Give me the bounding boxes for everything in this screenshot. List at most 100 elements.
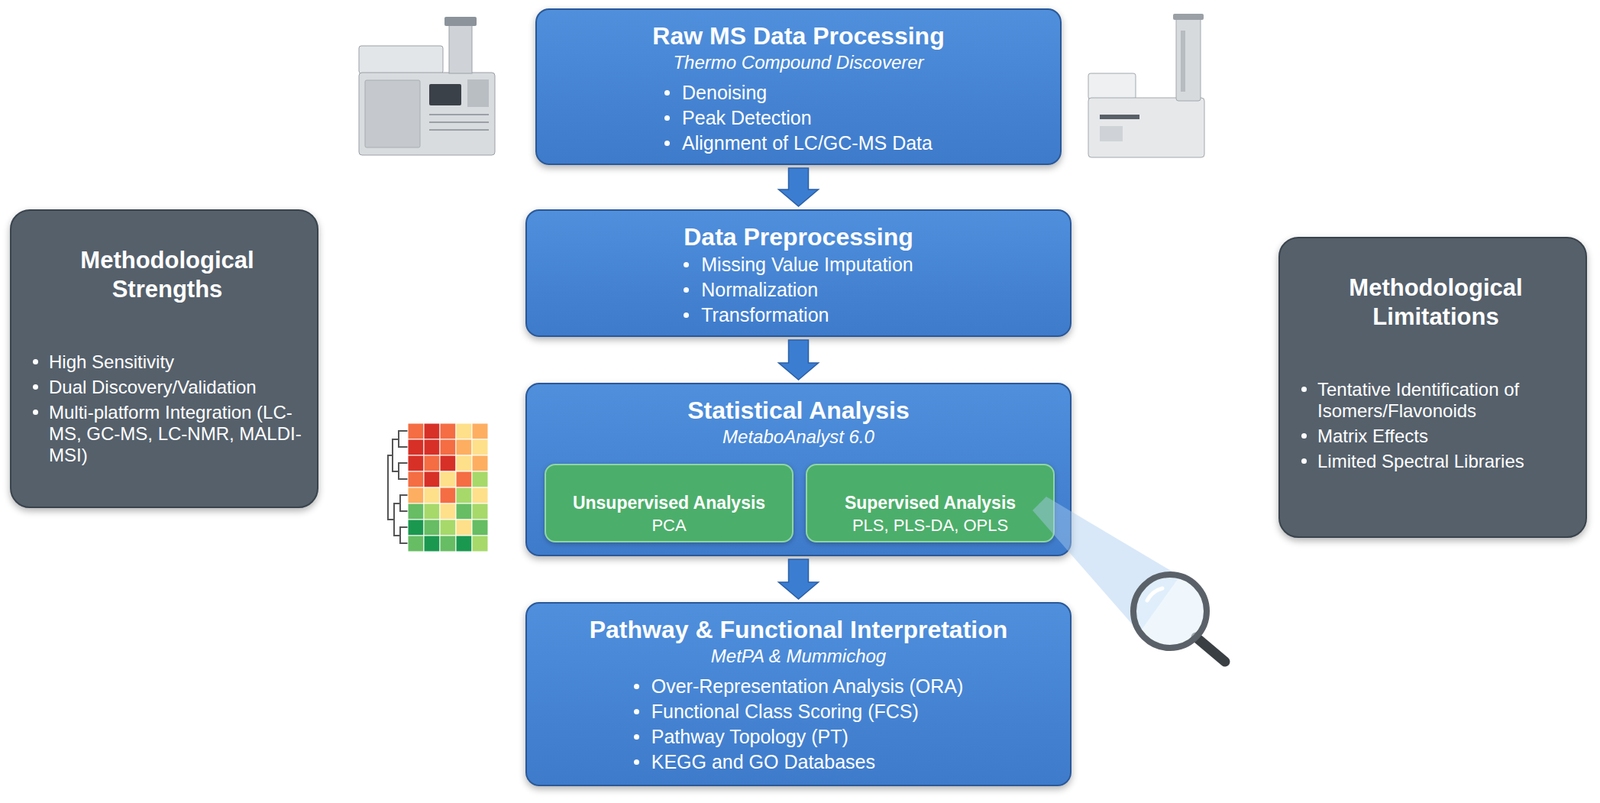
decor-shape-part	[439, 519, 456, 536]
box-content: Methodological LimitationsTentative Iden…	[1280, 238, 1586, 472]
decor-shape-part	[407, 487, 424, 504]
tool-subtitle: Thermo Compound Discoverer	[536, 51, 1061, 75]
bullet-item: Normalization	[701, 277, 818, 303]
method-heading: Unsupervised Analysis	[546, 491, 792, 514]
flow-arrow	[778, 168, 819, 207]
method-list: PLS, PLS-DA, OPLS	[807, 513, 1054, 537]
gc-ms-instrument	[358, 16, 495, 156]
bullet-row: High Sensitivity	[32, 351, 302, 373]
lc-ms-instrument	[1088, 13, 1205, 158]
decor-shape-part	[400, 526, 408, 544]
bullet-row: Limited Spectral Libraries	[1301, 450, 1571, 472]
lc-ms-instrument-part	[1099, 126, 1123, 142]
gc-ms-instrument-part	[358, 72, 495, 156]
bullet-list: Tentative Identification of Isomers/Flav…	[1301, 378, 1571, 472]
method-list: PCA	[546, 513, 792, 537]
bullet-row: Normalization	[683, 277, 913, 303]
lc-ms-instrument-part	[1088, 73, 1136, 100]
decor-shape-part	[439, 423, 456, 440]
bullet-item: Multi-platform Integration (LC-MS, GC-MS…	[48, 401, 302, 466]
bullet-dot	[664, 115, 670, 121]
bullet-row: Denoising	[664, 80, 933, 106]
decor-shape-part	[455, 439, 472, 456]
decor-shape-part	[455, 519, 472, 536]
magnifier-icon-part	[1032, 496, 1180, 633]
process-box: Pathway & Functional InterpretationMetPA…	[525, 601, 1072, 786]
gc-ms-instrument-part	[444, 16, 477, 26]
bullet-dot	[683, 261, 689, 268]
method-box: Supervised AnalysisPLS, PLS-DA, OPLS	[805, 463, 1055, 543]
bullet-row: Tentative Identification of Isomers/Flav…	[1301, 378, 1571, 422]
gc-ms-instrument-part	[429, 129, 489, 131]
lc-ms-instrument-part	[1180, 30, 1186, 92]
bullet-list: High SensitivityDual Discovery/Validatio…	[32, 351, 302, 466]
bullet-dot	[683, 287, 689, 293]
decor-shape-part	[423, 535, 440, 552]
decor-shape-part	[423, 423, 440, 440]
bullet-row: Over-Representation Analysis (ORA)	[633, 673, 964, 699]
bullet-dot	[683, 312, 689, 318]
gc-ms-instrument-part	[365, 80, 421, 148]
decor-shape-part	[407, 535, 424, 552]
bullet-item: Transformation	[701, 302, 829, 328]
gc-ms-instrument-part	[467, 79, 489, 107]
bullet-row: Peak Detection	[664, 105, 933, 131]
method-heading: Supervised Analysis	[807, 491, 1054, 514]
method-box: Unsupervised AnalysisPCA	[544, 463, 794, 543]
bullet-dot	[32, 358, 39, 365]
decor-shape-part	[471, 487, 489, 504]
magnifier-icon-part	[1133, 574, 1207, 648]
bullet-list: Missing Value ImputationNormalizationTra…	[683, 252, 913, 328]
decor-shape-part	[439, 487, 456, 504]
magnifier-icon-part	[1147, 588, 1163, 601]
decor-shape-part	[439, 535, 456, 552]
bullet-dot	[32, 384, 39, 390]
bullet-row: Transformation	[683, 302, 913, 328]
box-content: Unsupervised AnalysisPCA	[546, 465, 792, 552]
tool-subtitle: MetPA & Mummichog	[526, 644, 1070, 668]
decor-shape-part	[471, 503, 489, 520]
box-content: Raw MS Data ProcessingThermo Compound Di…	[536, 9, 1061, 156]
decor-shape-part	[398, 430, 408, 447]
decor-shape-part	[398, 462, 408, 479]
bullet-item: Alignment of LC/GC-MS Data	[682, 130, 933, 156]
process-box: Statistical AnalysisMetaboAnalyst 6.0Uns…	[525, 382, 1072, 556]
box-title: Data Preprocessing	[526, 221, 1070, 253]
lc-ms-instrument-part	[1173, 13, 1204, 20]
box-title: Pathway & Functional Interpretation	[526, 614, 1070, 645]
decor-shape-part	[455, 503, 472, 520]
bullet-row: Missing Value Imputation	[683, 252, 913, 278]
flow-arrow	[778, 559, 819, 599]
decor-shape-part	[407, 423, 424, 440]
decor-shape-part	[423, 439, 440, 456]
decor-shape-part	[423, 487, 440, 504]
decor-shape-part	[471, 535, 489, 552]
gc-ms-instrument-part	[429, 121, 489, 123]
bullet-dot	[32, 409, 39, 415]
bullet-dot	[664, 140, 670, 146]
gc-ms-instrument-part	[429, 84, 462, 106]
gc-ms-instrument-part	[358, 45, 443, 74]
decor-shape-part	[439, 471, 456, 488]
decor-shape-part	[439, 439, 456, 456]
decor-shape-part	[471, 519, 489, 536]
lc-ms-instrument-part	[1099, 114, 1140, 120]
gc-ms-instrument-part	[429, 113, 489, 116]
lc-ms-instrument-part	[1088, 97, 1205, 158]
bullet-list: Over-Representation Analysis (ORA)Functi…	[633, 673, 964, 775]
decor-shape-part	[392, 439, 399, 472]
bullet-row: KEGG and GO Databases	[633, 749, 964, 775]
decor-shape-part	[455, 471, 472, 488]
decor-shape-part	[394, 503, 401, 536]
bullet-item: Denoising	[682, 80, 767, 106]
lc-ms-instrument-part	[1176, 16, 1201, 101]
decor-shape-part	[471, 439, 489, 456]
decor-shape-part	[455, 423, 472, 440]
tool-subtitle: MetaboAnalyst 6.0	[526, 425, 1070, 449]
bullet-dot	[1301, 433, 1307, 439]
bullet-item: Missing Value Imputation	[701, 252, 913, 278]
bullet-item: KEGG and GO Databases	[651, 749, 876, 775]
heatmap-dendrogram	[387, 423, 489, 552]
bullet-dot	[633, 683, 640, 689]
decor-shape-part	[455, 535, 472, 552]
